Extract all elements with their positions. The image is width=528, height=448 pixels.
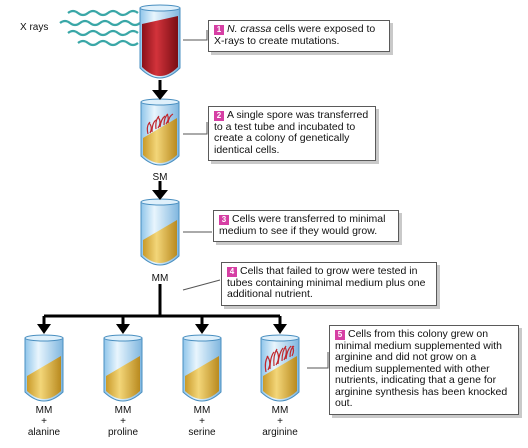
arginine-line3: arginine	[262, 427, 298, 438]
step-3-text: Cells were transferred to minimal medium…	[219, 213, 386, 237]
arginine-line2: +	[277, 416, 283, 427]
step-5-text: Cells from this colony grew on minimal m…	[335, 328, 508, 409]
arginine-line1: MM	[271, 405, 289, 416]
proline-line2: +	[120, 416, 126, 427]
step-4-text: Cells that failed to grow were tested in…	[227, 265, 426, 300]
xray-waves	[59, 9, 141, 47]
serine-line2: +	[199, 416, 205, 427]
step-5-badge: 5	[335, 330, 345, 340]
tube-label-proline: MM + proline	[93, 405, 153, 438]
tube-label-serine: MM + serine	[172, 405, 232, 438]
callout-connectors	[182, 30, 329, 369]
tube-serine	[182, 334, 222, 402]
flow-arrows	[37, 80, 287, 334]
serine-line3: serine	[188, 427, 216, 438]
tube-sm	[140, 98, 180, 166]
proline-line3: proline	[107, 427, 139, 438]
step-1-badge: 1	[214, 25, 224, 35]
mm-label: MM	[151, 273, 169, 284]
step-1-text: cells were exposed to X-rays to create m…	[214, 23, 376, 47]
tube-alanine	[24, 334, 64, 402]
alanine-line3: alanine	[27, 427, 61, 438]
alanine-line2: +	[41, 416, 47, 427]
step-3-badge: 3	[219, 215, 229, 225]
step-1-species: N. crassa	[227, 23, 272, 35]
sm-label: SM	[152, 172, 168, 183]
tube-xray-culture	[139, 4, 181, 79]
step-2-text: A single spore was transferred to a test…	[214, 109, 369, 156]
step-4-badge: 4	[227, 267, 237, 277]
tube-label-arginine: MM + arginine	[250, 405, 310, 438]
serine-line1: MM	[193, 405, 211, 416]
step-2-badge: 2	[214, 111, 224, 121]
tube-proline	[103, 334, 143, 402]
proline-line1: MM	[114, 405, 132, 416]
tube-mm	[140, 198, 180, 266]
alanine-line1: MM	[35, 405, 53, 416]
tube-arginine	[260, 334, 300, 402]
xray-label: X rays	[20, 22, 49, 33]
colony-growth	[146, 113, 174, 135]
tube-label-alanine: MM + alanine	[14, 405, 74, 438]
colony-growth-arginine	[264, 345, 295, 373]
